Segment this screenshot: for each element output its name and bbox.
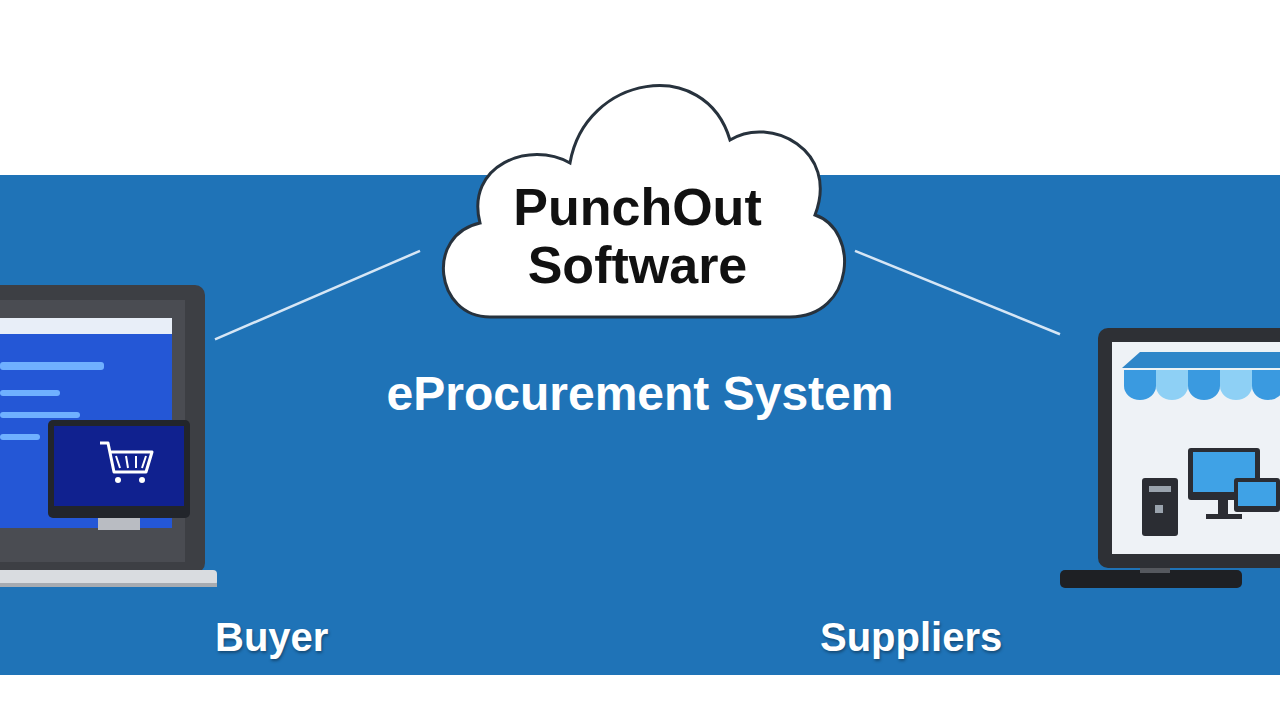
node-label: Buyer bbox=[215, 615, 328, 660]
connector-line bbox=[855, 251, 1060, 334]
cloud-text-box: PunchOut Software bbox=[460, 157, 815, 315]
node-title: PunchOut Software bbox=[460, 178, 815, 294]
buyer-laptop bbox=[0, 285, 217, 587]
system-label: eProcurement System bbox=[380, 365, 900, 423]
white-footer bbox=[0, 675, 1280, 720]
node-label: Suppliers bbox=[820, 615, 1002, 660]
buyer-node: Buyer bbox=[0, 285, 215, 587]
connector-line bbox=[215, 251, 420, 339]
cloud-outline bbox=[443, 86, 844, 317]
cloud-node: PunchOut Software bbox=[420, 45, 855, 327]
supplier-node: Suppliers bbox=[1060, 325, 1280, 590]
supplier-laptop bbox=[1060, 328, 1280, 588]
shop-awning bbox=[1122, 352, 1280, 400]
